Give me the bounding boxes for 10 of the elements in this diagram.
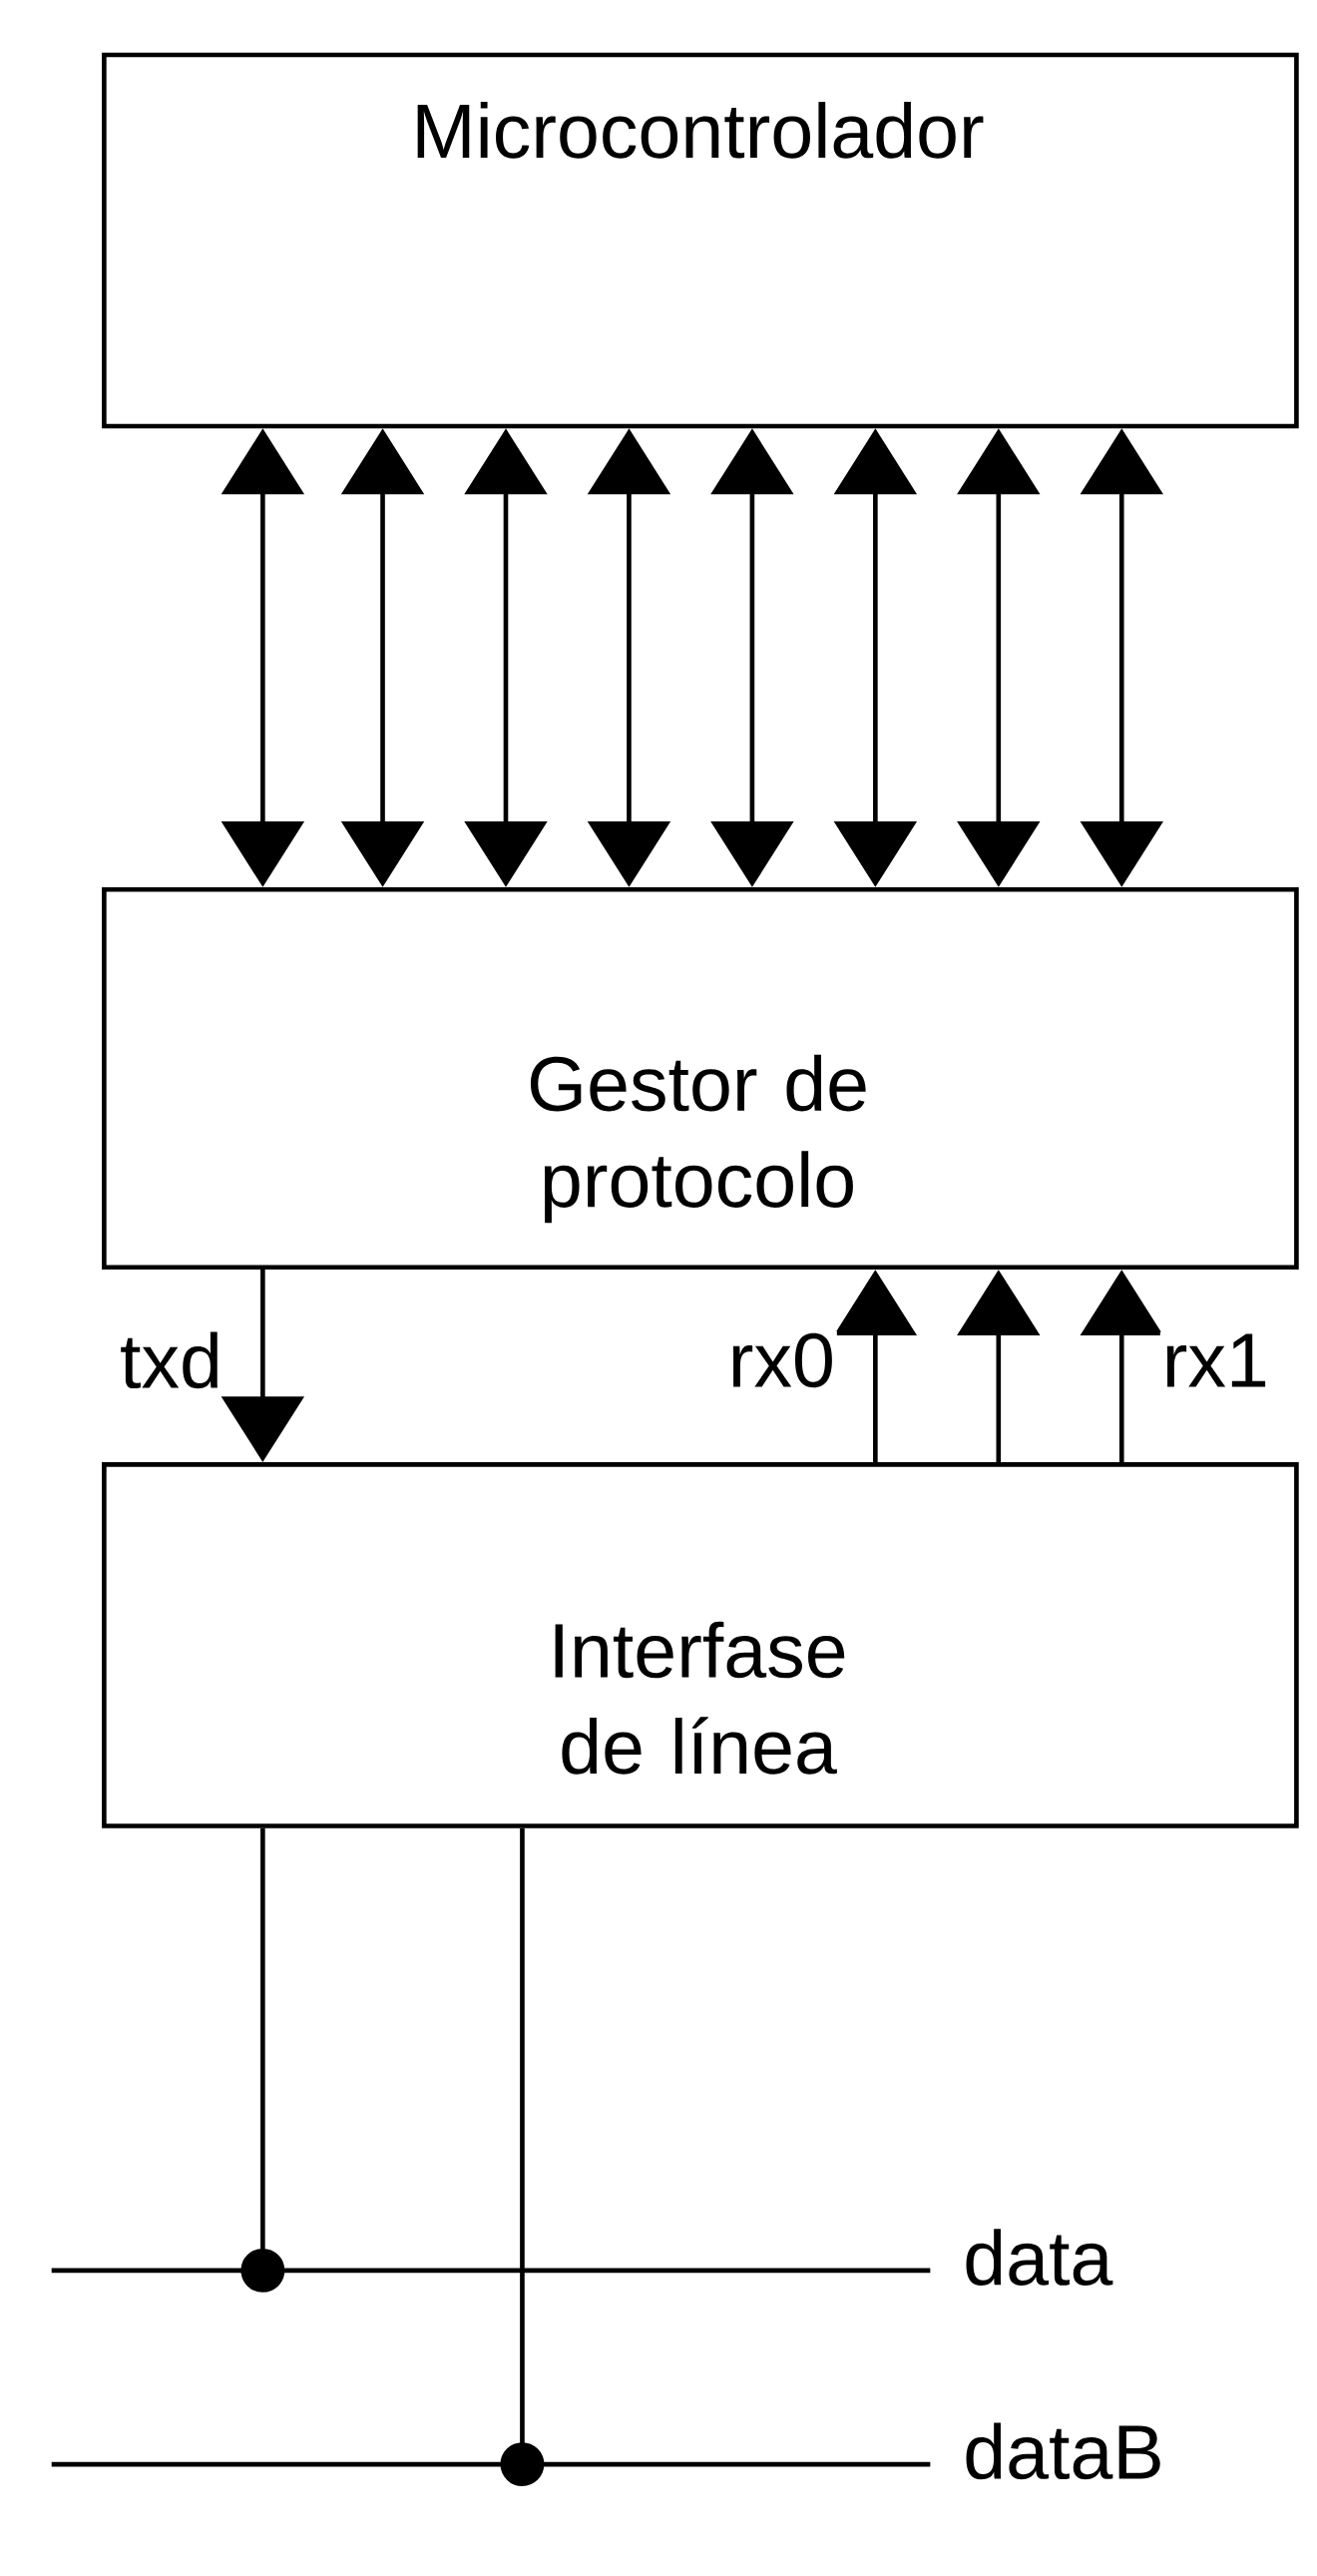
block-box: Gestor de protocolo bbox=[102, 886, 1299, 1271]
signal-label: txd bbox=[118, 1329, 224, 1391]
block-box: Interfase de línea bbox=[102, 1462, 1299, 1828]
bus-label: dataB bbox=[966, 2422, 1160, 2480]
arrow bbox=[240, 1827, 285, 2293]
block-box: Microcontrolador bbox=[102, 52, 1299, 429]
arrow bbox=[500, 1827, 545, 2487]
signal-label: rx0 bbox=[725, 1330, 837, 1390]
signal-label: rx1 bbox=[1159, 1331, 1271, 1389]
bus-label: data bbox=[966, 2229, 1113, 2286]
